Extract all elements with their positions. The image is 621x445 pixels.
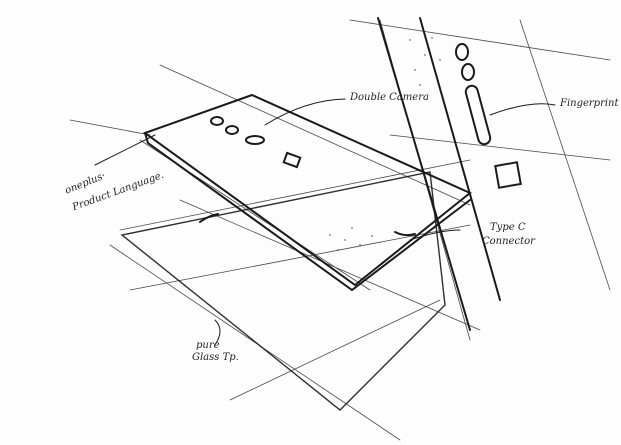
type-c-label-line1: Type C — [490, 222, 526, 233]
glass-label-line1: pure — [196, 340, 220, 351]
glass-label-line2: Glass Tp. — [192, 352, 239, 363]
texture-dots — [329, 37, 441, 251]
double-camera-label: Double Camera — [350, 92, 429, 103]
type-c-label-line2: Connector — [482, 236, 535, 247]
fingerprint-label: Fingerprint — [560, 98, 619, 109]
